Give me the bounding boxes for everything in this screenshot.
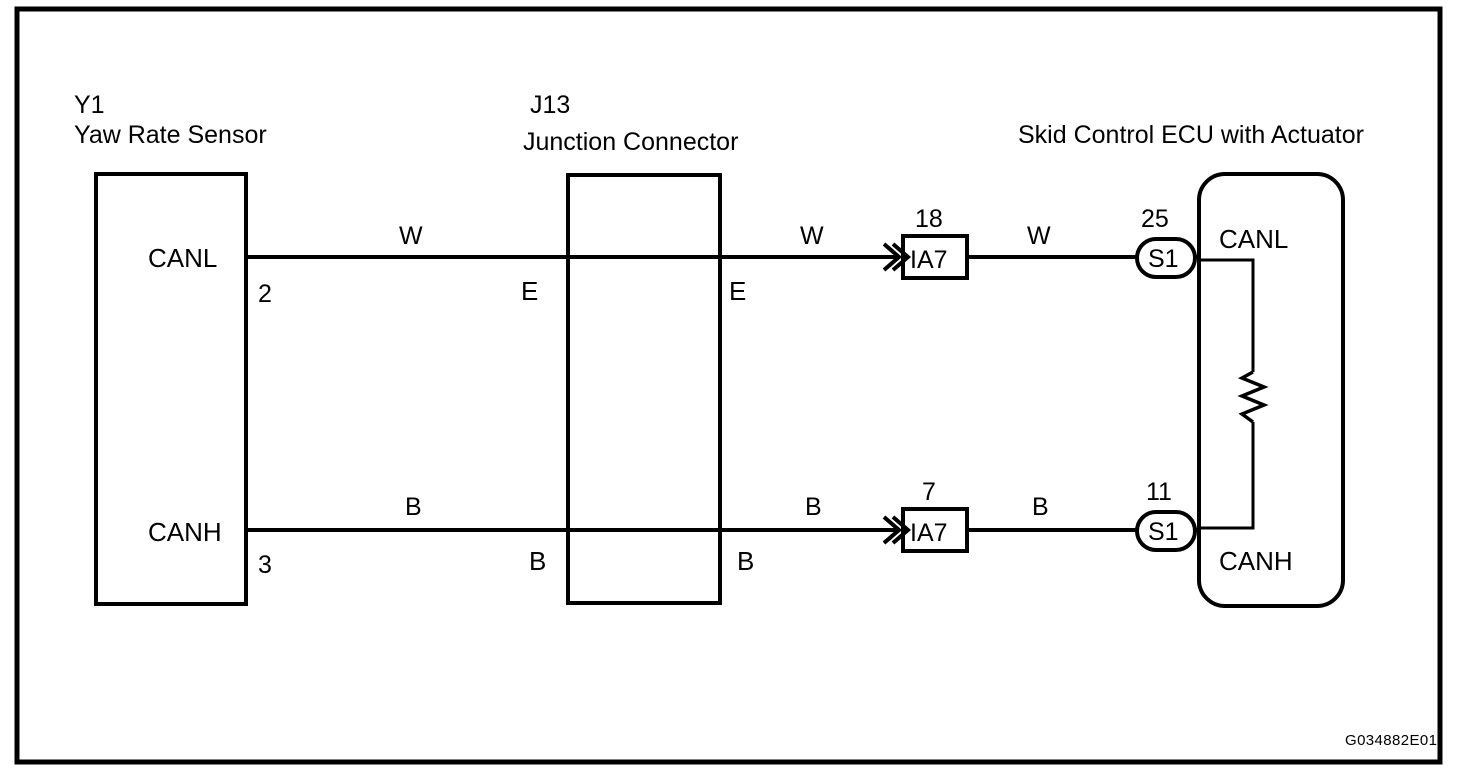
junction-terminal-b-left: B xyxy=(529,546,546,576)
wire-color-label-b-1: B xyxy=(405,493,422,521)
s1-connector-name-bottom: S1 xyxy=(1148,518,1179,546)
skid-control-ecu-name: Skid Control ECU with Actuator xyxy=(1018,121,1364,149)
skid-control-ecu-box xyxy=(1197,172,1345,608)
ia7-connector-box-top xyxy=(901,234,969,280)
chevron-arrow-icon-bottom-outer xyxy=(882,515,903,545)
ia7-connector-name-bottom: IA7 xyxy=(910,519,948,547)
sensor-terminal-canh-label: CANH xyxy=(148,517,222,547)
yaw-rate-sensor-ref: Y1 xyxy=(74,91,105,119)
s1-splice-oval-top xyxy=(1135,237,1197,279)
wire-color-label-w-1: W xyxy=(399,222,423,250)
sensor-terminal-canl-label: CANL xyxy=(148,243,217,273)
chevron-arrow-icon-bottom-inner xyxy=(891,515,912,545)
chevron-arrow-icon-top-inner xyxy=(891,242,912,272)
termination-resistor-icon xyxy=(1237,370,1269,424)
wire-color-label-b-2: B xyxy=(805,493,822,521)
junction-terminal-b-right: B xyxy=(737,546,754,576)
diagram-frame xyxy=(14,6,1443,765)
yaw-rate-sensor-connector-box xyxy=(94,172,248,606)
chevron-arrow-icon-top-outer xyxy=(882,242,903,272)
wire-color-label-w-2: W xyxy=(800,222,824,250)
junction-connector-ref: J13 xyxy=(530,91,570,119)
ia7-connector-box-bottom xyxy=(901,507,969,553)
junction-terminal-e-left: E xyxy=(521,276,538,306)
yaw-rate-sensor-name: Yaw Rate Sensor xyxy=(74,121,267,149)
wire-color-label-w-3: W xyxy=(1027,222,1051,250)
s1-pin-25-label: 25 xyxy=(1141,205,1169,233)
junction-terminal-e-right: E xyxy=(729,276,746,306)
s1-splice-oval-bottom xyxy=(1135,510,1197,552)
junction-connector-box xyxy=(566,173,722,605)
ia7-pin-18-label: 18 xyxy=(915,205,943,233)
ia7-connector-name-top: IA7 xyxy=(910,246,948,274)
ecu-internal-canh-trace xyxy=(1199,422,1255,530)
s1-connector-name-top: S1 xyxy=(1148,245,1179,273)
sensor-pin-2-label: 2 xyxy=(258,280,272,308)
figure-code-label: G034882E01 xyxy=(1345,732,1437,749)
ecu-internal-canl-trace xyxy=(1199,258,1255,372)
ecu-terminal-canh-label: CANH xyxy=(1219,546,1293,576)
ia7-pin-7-label: 7 xyxy=(922,478,936,506)
junction-connector-name: Junction Connector xyxy=(523,128,738,156)
s1-pin-11-label: 11 xyxy=(1146,478,1172,506)
ecu-terminal-canl-label: CANL xyxy=(1219,224,1288,254)
wire-color-label-b-3: B xyxy=(1032,493,1049,521)
sensor-pin-3-label: 3 xyxy=(258,551,272,579)
